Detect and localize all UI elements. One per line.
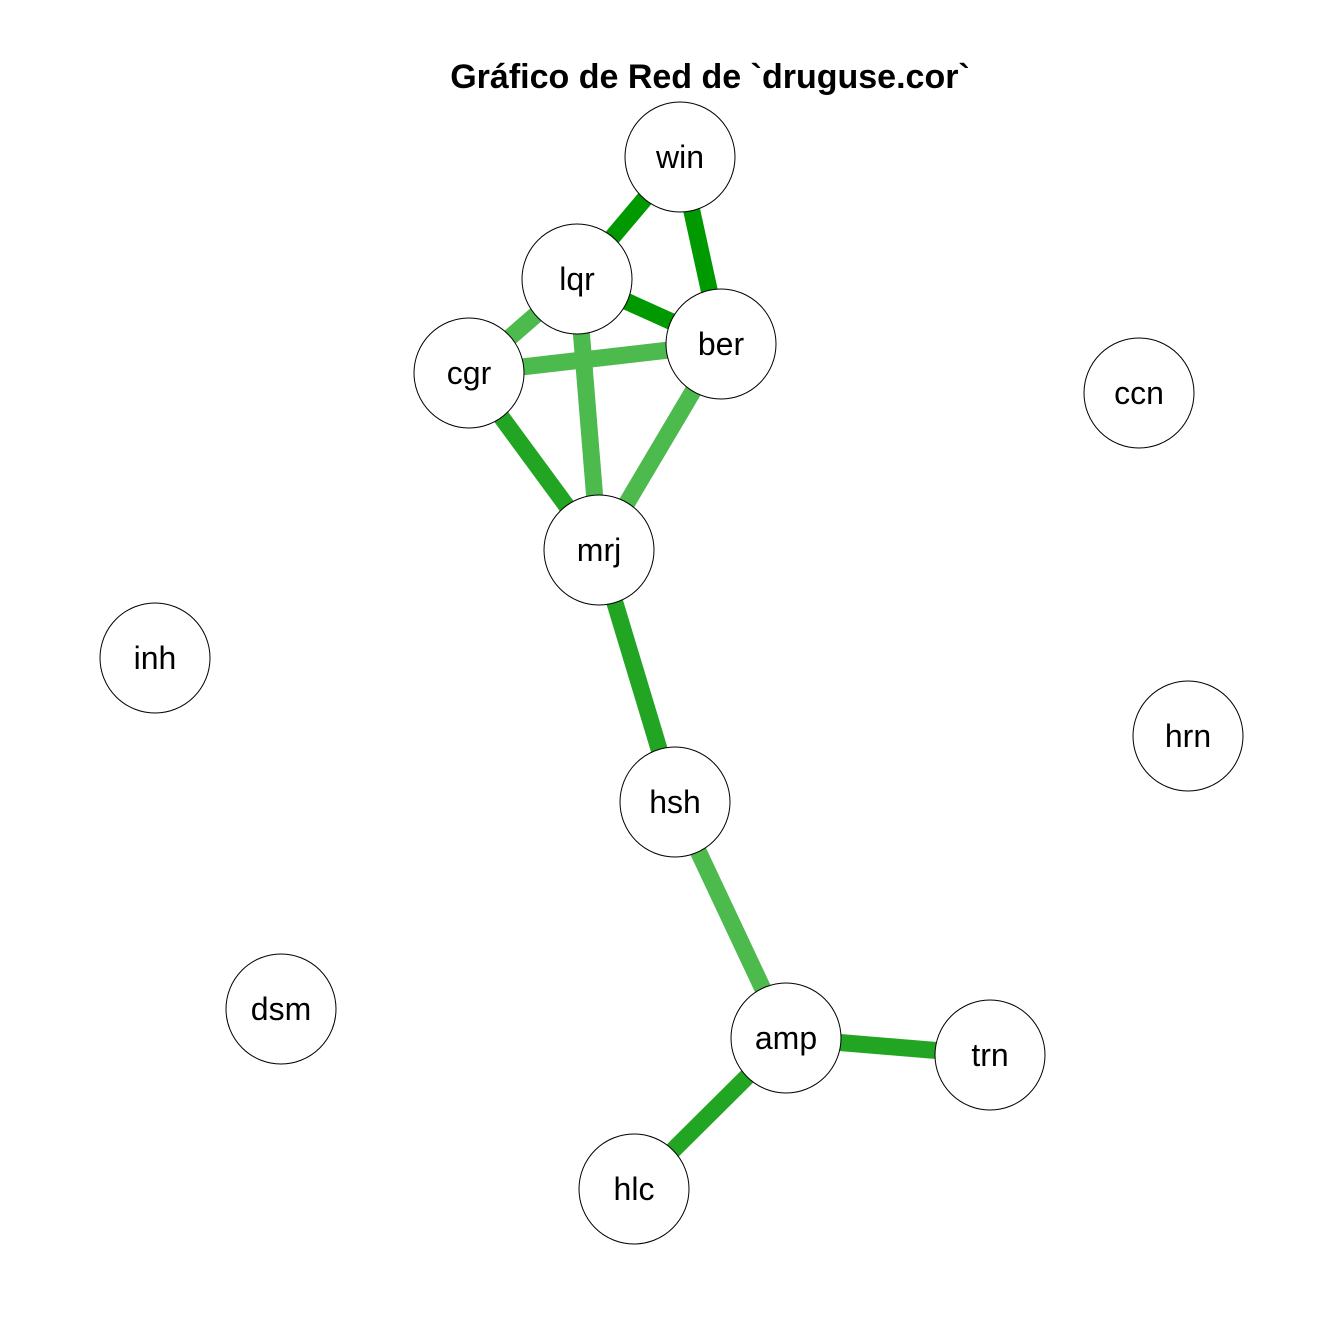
node-circle-hlc: [578, 1133, 690, 1245]
node-ber: ber: [665, 288, 777, 400]
node-circle-amp: [730, 982, 842, 1094]
node-win: win: [624, 101, 736, 213]
node-dsm: dsm: [225, 953, 337, 1065]
node-circle-dsm: [225, 953, 337, 1065]
node-circle-ber: [665, 288, 777, 400]
node-circle-mrj: [543, 494, 655, 606]
node-circle-ccn: [1083, 337, 1195, 449]
node-label-hsh: hsh: [649, 784, 701, 820]
node-hsh: hsh: [619, 746, 731, 858]
node-circle-trn: [934, 999, 1046, 1111]
node-circle-win: [624, 101, 736, 213]
node-label-ccn: ccn: [1114, 375, 1164, 411]
node-label-amp: amp: [755, 1020, 817, 1056]
node-label-inh: inh: [134, 640, 177, 676]
node-circle-hsh: [619, 746, 731, 858]
node-label-cgr: cgr: [447, 355, 492, 391]
node-label-trn: trn: [971, 1037, 1008, 1073]
node-lqr: lqr: [521, 223, 633, 335]
node-label-dsm: dsm: [251, 991, 311, 1027]
node-ccn: ccn: [1083, 337, 1195, 449]
node-label-ber: ber: [698, 326, 745, 362]
node-hlc: hlc: [578, 1133, 690, 1245]
node-circle-cgr: [413, 317, 525, 429]
chart-title: Gráfico de Red de `druguse.cor`: [450, 58, 970, 96]
node-circle-inh: [99, 602, 211, 714]
node-mrj: mrj: [543, 494, 655, 606]
node-trn: trn: [934, 999, 1046, 1111]
node-label-win: win: [655, 139, 704, 175]
node-label-mrj: mrj: [577, 532, 621, 568]
node-cgr: cgr: [413, 317, 525, 429]
nodes-layer: win lqr ber cgr ccn mrj inh hrn hsh dsm amp trn hlc: [99, 101, 1244, 1245]
node-label-hlc: hlc: [614, 1171, 655, 1207]
node-amp: amp: [730, 982, 842, 1094]
node-circle-lqr: [521, 223, 633, 335]
node-circle-hrn: [1132, 680, 1244, 792]
node-label-lqr: lqr: [559, 261, 595, 297]
node-hrn: hrn: [1132, 680, 1244, 792]
node-label-hrn: hrn: [1165, 718, 1211, 754]
node-inh: inh: [99, 602, 211, 714]
